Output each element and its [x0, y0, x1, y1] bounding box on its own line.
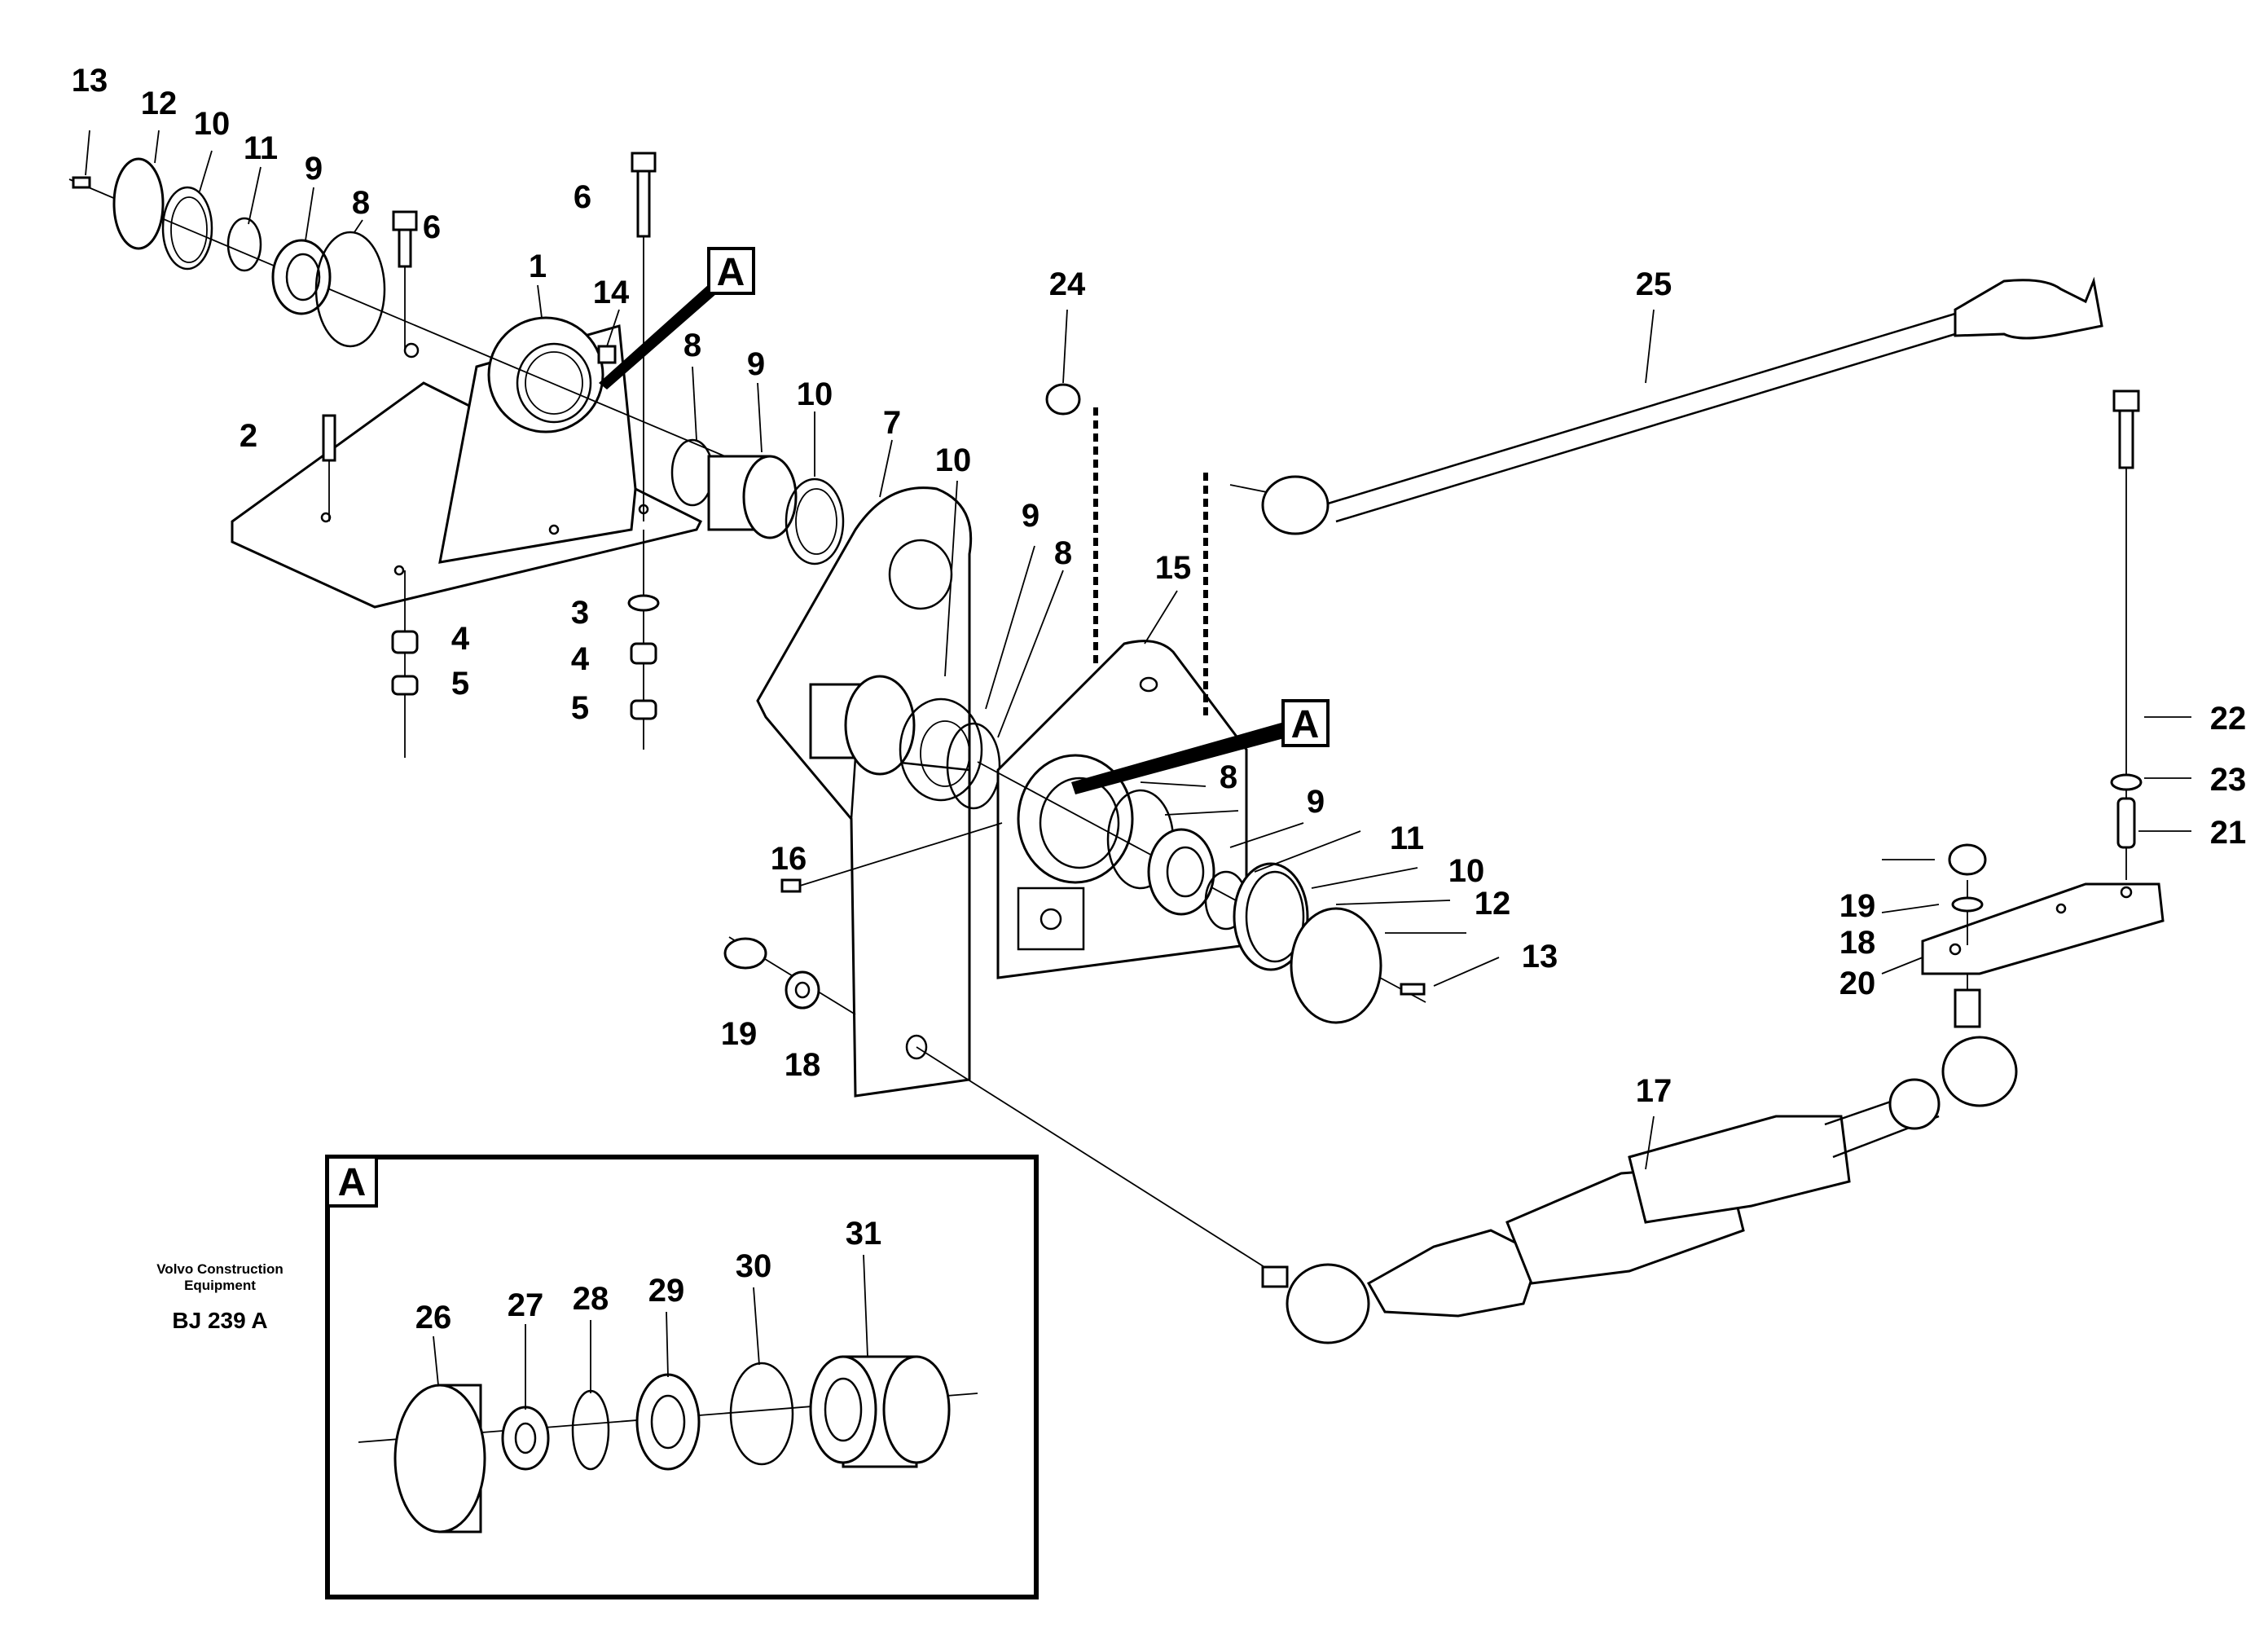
label-11-right: 11	[1390, 821, 1424, 856]
mounting-bracket	[231, 316, 703, 609]
lever-arm-part-7	[756, 486, 1272, 1272]
label-9-lever: 9	[1022, 498, 1040, 534]
label-2: 2	[240, 418, 257, 454]
label-6-right: 6	[574, 179, 591, 215]
label-8-right: 8	[1220, 759, 1237, 795]
label-8-top: 8	[352, 185, 370, 221]
callout-a-right: A	[1071, 699, 1330, 794]
label-19-right: 19	[1839, 888, 1876, 924]
label-20: 20	[1839, 966, 1876, 1001]
label-6-left: 6	[423, 209, 441, 245]
label-29: 29	[648, 1273, 685, 1309]
leader-lines-top	[85, 130, 1655, 1170]
label-4-left: 4	[451, 621, 470, 657]
label-31: 31	[846, 1216, 882, 1252]
detail-inset-a: A	[325, 1155, 1039, 1599]
grease-nipple-part-14	[597, 345, 617, 364]
label-28: 28	[573, 1281, 609, 1317]
label-21: 21	[2210, 815, 2247, 851]
label-3: 3	[571, 595, 589, 631]
drawing-reference: BJ 239 A	[172, 1308, 267, 1333]
label-7: 7	[883, 405, 901, 441]
bearing-stack-center	[670, 438, 845, 565]
label-27: 27	[508, 1287, 544, 1323]
label-10-right: 10	[1448, 853, 1485, 889]
label-13-right: 13	[1522, 939, 1558, 975]
label-18-left: 18	[785, 1047, 821, 1083]
nut-washer-lower-left	[723, 936, 856, 1015]
label-17: 17	[1636, 1073, 1672, 1109]
label-11-top: 11	[244, 130, 278, 166]
pin-part-2	[322, 414, 336, 521]
bolt-part-6-left	[392, 210, 418, 350]
rod-part-25	[1229, 276, 2103, 535]
label-9-center: 9	[747, 346, 765, 382]
steering-arm-part-20	[1921, 389, 2165, 975]
leader-lines-right	[1140, 716, 2191, 987]
bearing-stack-right	[977, 761, 1426, 1024]
label-23: 23	[2210, 762, 2247, 798]
label-16: 16	[771, 841, 807, 877]
label-10-top: 10	[194, 106, 231, 142]
label-4-right: 4	[571, 641, 590, 677]
tie-rod-part-17	[1261, 929, 2018, 1344]
label-8-lever: 8	[1054, 535, 1072, 571]
label-14: 14	[593, 275, 630, 310]
label-1: 1	[529, 249, 547, 284]
label-5-left: 5	[451, 666, 469, 702]
label-25: 25	[1636, 266, 1672, 302]
label-10-lever: 10	[935, 442, 972, 478]
label-5-right: 5	[571, 690, 589, 726]
bracket-part-15	[996, 640, 1248, 979]
label-10-center: 10	[797, 376, 833, 412]
inset-a-label: A	[338, 1161, 367, 1204]
label-13-top: 13	[72, 63, 108, 99]
nut-part-24	[1045, 383, 1208, 717]
label-18-right: 18	[1839, 925, 1876, 961]
callout-a-top-label: A	[717, 251, 745, 294]
label-12-right: 12	[1475, 886, 1511, 922]
callout-a-top: A	[599, 247, 755, 389]
brand-line-1: Volvo Construction	[156, 1261, 284, 1277]
screw-part-16	[780, 822, 1003, 893]
label-19-left: 19	[721, 1016, 758, 1052]
label-24: 24	[1049, 266, 1086, 302]
brand-line-2: Equipment	[184, 1278, 256, 1293]
callout-a-right-label: A	[1291, 703, 1320, 746]
bolt-part-6-right	[631, 152, 657, 521]
brand-block: Volvo Construction Equipment BJ 239 A	[156, 1261, 284, 1333]
label-15: 15	[1155, 550, 1192, 586]
label-9-top: 9	[305, 151, 323, 187]
nut-stack-right	[627, 530, 660, 750]
label-30: 30	[736, 1248, 772, 1284]
label-22: 22	[2210, 701, 2247, 737]
part-labels: 13 12 10 11 9 8 6 6 1 14 2 4 5 3 4 5 8 9…	[72, 63, 2247, 1335]
bearing-stack-top-left	[68, 157, 726, 457]
label-26: 26	[415, 1300, 452, 1335]
label-12-top: 12	[141, 86, 178, 121]
nut-stack-left	[391, 570, 419, 758]
label-8-center: 8	[683, 328, 701, 363]
label-9-right: 9	[1307, 784, 1325, 820]
